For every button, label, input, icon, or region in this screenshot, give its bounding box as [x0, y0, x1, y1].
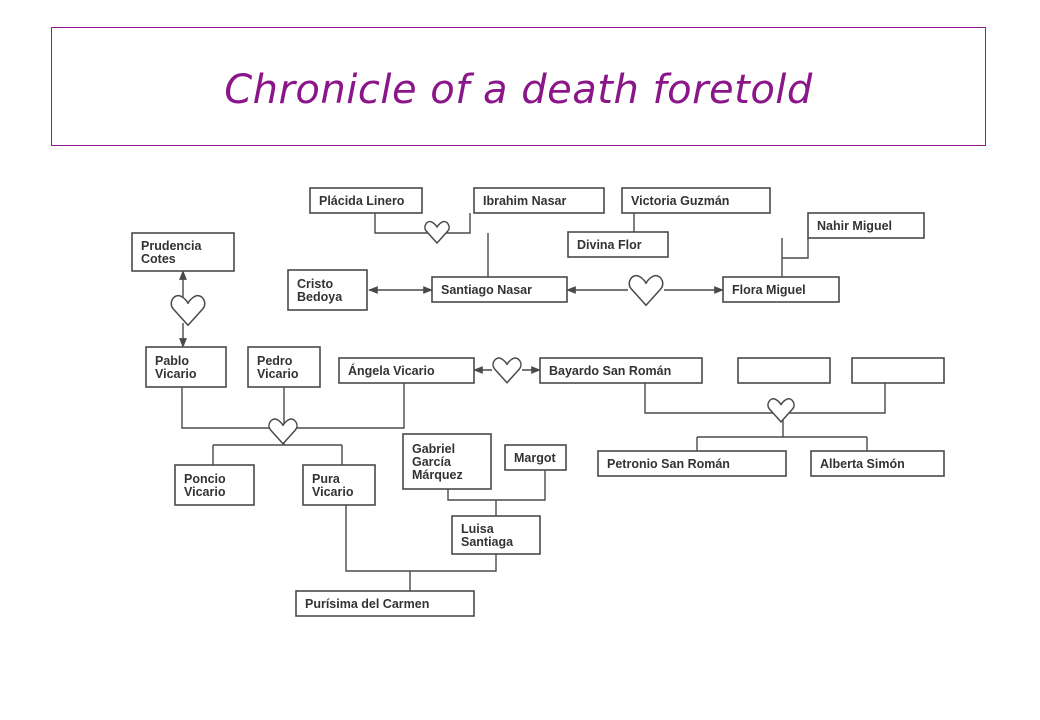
- node-box: [287, 269, 368, 311]
- node-label: Divina Flor: [577, 238, 642, 252]
- node-label: Ángela Vicario: [348, 363, 435, 378]
- node-santiago-nasar: Santiago Nasar: [431, 276, 568, 303]
- node-unnamed-parent-1: [737, 357, 831, 384]
- connector-line: [644, 383, 886, 414]
- node-box: [807, 212, 925, 239]
- node-box: [402, 433, 492, 490]
- node-box: [473, 187, 605, 214]
- node-label: Santiago Nasar: [441, 283, 532, 297]
- node-box: [597, 450, 787, 477]
- node-box: [621, 187, 771, 214]
- node-box: [145, 346, 227, 388]
- node-box: [810, 450, 945, 477]
- node-label: Bayardo San Román: [549, 364, 671, 378]
- node-ibrahim-nasar: Ibrahim Nasar: [473, 187, 605, 214]
- node-angela-vicario: Ángela Vicario: [338, 357, 475, 384]
- node-label: Petronio San Román: [607, 457, 730, 471]
- node-box: [295, 590, 475, 617]
- node-box: [567, 231, 669, 258]
- node-box: [504, 444, 567, 471]
- heart-icon: [268, 418, 298, 445]
- node-alberta-simon: Alberta Simón: [810, 450, 945, 477]
- connector-line: [374, 213, 471, 234]
- node-box: [431, 276, 568, 303]
- node-box: [309, 187, 423, 214]
- node-petronio-san-roman: Petronio San Román: [597, 450, 787, 477]
- node-box: [851, 357, 945, 384]
- node-label: Ibrahim Nasar: [483, 194, 567, 208]
- title-box: Chronicle of a death foretold: [51, 27, 986, 146]
- node-box: [737, 357, 831, 384]
- node-box: [539, 357, 703, 384]
- node-divina-flor: Divina Flor: [567, 231, 669, 258]
- node-nahir-miguel: Nahir Miguel: [807, 212, 925, 239]
- node-box: [302, 464, 376, 506]
- heart-icon: [492, 357, 522, 384]
- connector-line: [345, 505, 497, 572]
- node-label: Alberta Simón: [820, 457, 905, 471]
- node-label: Plácida Linero: [319, 194, 405, 208]
- node-victoria-guzman: Victoria Guzmán: [621, 187, 771, 214]
- node-margot: Margot: [504, 444, 567, 471]
- node-box: [247, 346, 321, 388]
- node-box: [174, 464, 255, 506]
- node-label: Purísima del Carmen: [305, 597, 429, 611]
- node-placida-linero: Plácida Linero: [309, 187, 423, 214]
- heart-icon: [170, 294, 206, 327]
- node-flora-miguel: Flora Miguel: [722, 276, 840, 303]
- node-label: Nahir Miguel: [817, 219, 892, 233]
- heart-icon: [767, 398, 795, 424]
- node-unnamed-parent-2: [851, 357, 945, 384]
- connector-line: [782, 238, 809, 259]
- heart-icon: [628, 274, 664, 307]
- node-box: [722, 276, 840, 303]
- node-label: Victoria Guzmán: [631, 194, 729, 208]
- node-label: Flora Miguel: [732, 283, 806, 297]
- node-label: Margot: [514, 451, 557, 465]
- node-box: [451, 515, 541, 555]
- node-purisima-del-carmen: Purísima del Carmen: [295, 590, 475, 617]
- node-box: [338, 357, 475, 384]
- page-title: Chronicle of a death foretold: [224, 66, 813, 113]
- node-box: [131, 232, 235, 272]
- node-bayardo-san-roman: Bayardo San Román: [539, 357, 703, 384]
- heart-icon: [424, 220, 450, 245]
